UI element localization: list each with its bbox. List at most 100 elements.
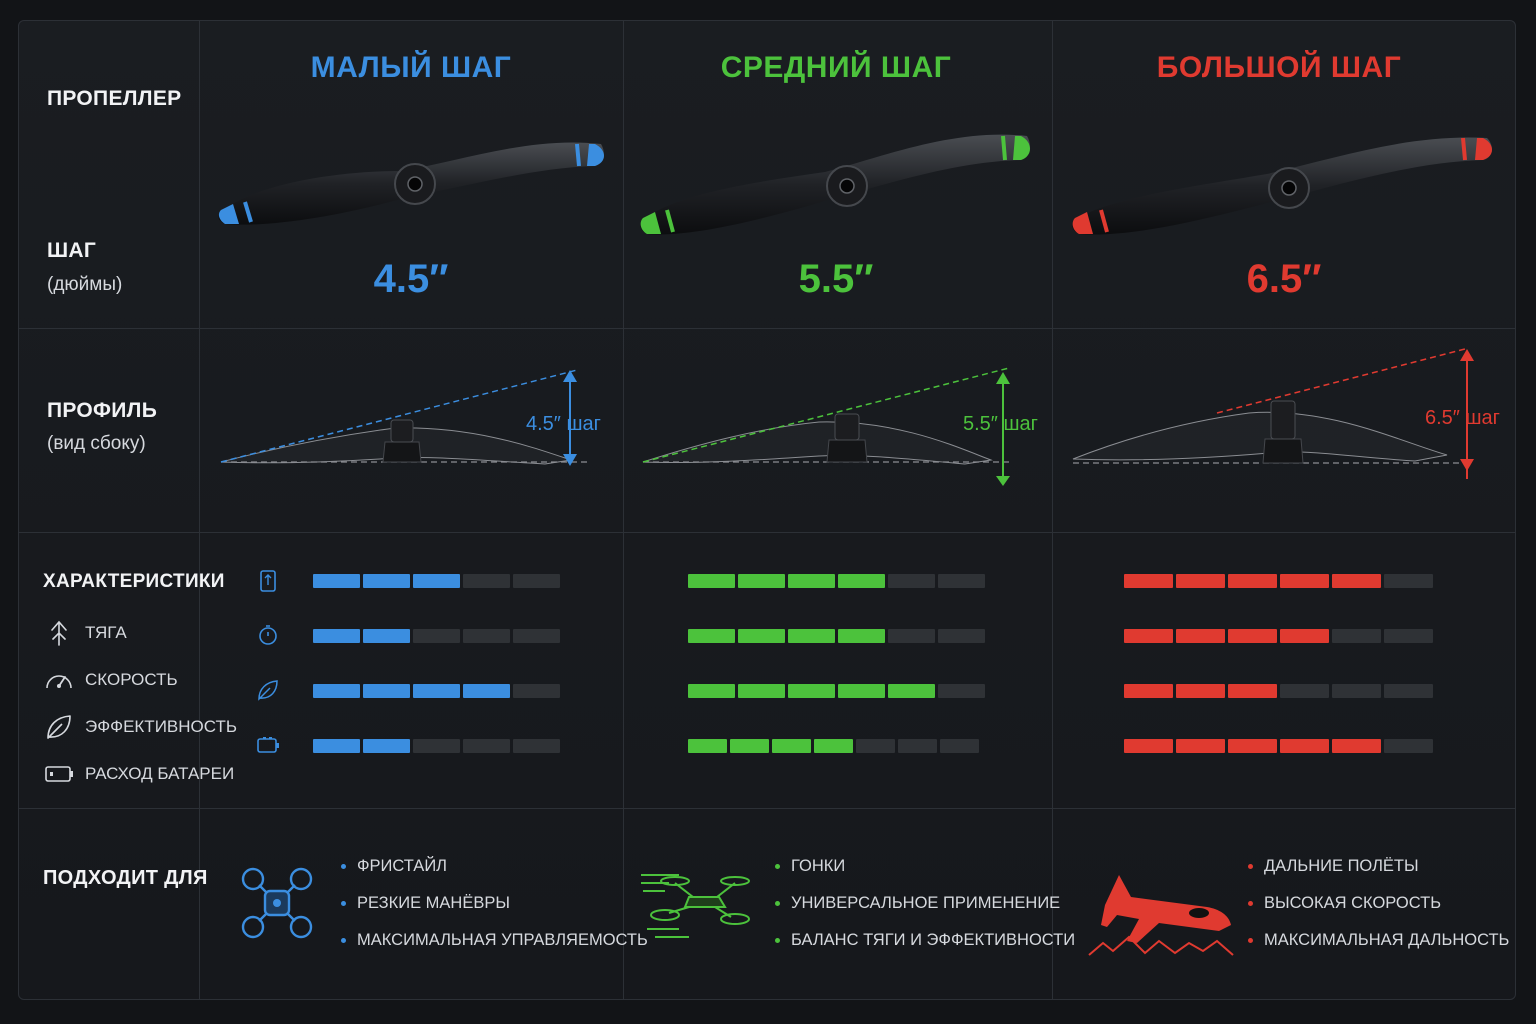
rating-segment-filled <box>788 684 835 698</box>
column-divider <box>1052 21 1053 999</box>
use-text: МАКСИМАЛЬНАЯ УПРАВЛЯЕМОСТЬ <box>357 931 648 949</box>
rating-bar-medium-efficiency <box>688 684 988 698</box>
column-divider <box>199 21 200 999</box>
bullet-icon <box>775 864 780 869</box>
speedometer-icon <box>46 675 72 689</box>
column-title-large: БОЛЬШОЙ ШАГ <box>1156 51 1402 84</box>
rating-segment-filled <box>1280 574 1329 588</box>
stopwatch-icon <box>259 625 277 645</box>
legend-battery-label: РАСХОД БАТАРЕИ <box>85 764 235 783</box>
rating-segment-empty <box>888 574 935 588</box>
use-text: РЕЗКИЕ МАНЁВРЫ <box>357 894 510 912</box>
rating-segment-empty <box>513 684 560 698</box>
list-item: ДАЛЬНИЕ ПОЛЁТЫ <box>1248 848 1509 885</box>
rating-segment-empty <box>1384 574 1433 588</box>
rating-segment-empty <box>1384 739 1433 753</box>
bullet-icon <box>341 901 346 906</box>
rating-segment-empty <box>1332 684 1381 698</box>
rating-segment-empty <box>463 739 510 753</box>
row-divider <box>19 808 1515 809</box>
profile-medium-diagram <box>642 367 1011 486</box>
rating-segment-filled <box>313 684 360 698</box>
bullet-icon <box>1248 938 1253 943</box>
use-text: БАЛАНС ТЯГИ И ЭФФЕКТИВНОСТИ <box>791 931 1076 949</box>
uses-list-small: ФРИСТАЙЛ РЕЗКИЕ МАНЁВРЫ МАКСИМАЛЬНАЯ УПР… <box>341 848 648 959</box>
rating-segment-empty <box>413 739 460 753</box>
rating-bar-large-thrust <box>1124 574 1436 588</box>
rating-segment-filled <box>363 739 410 753</box>
leaf-icon <box>258 680 278 701</box>
row-label-propeller: ПРОПЕЛЛЕР <box>47 87 182 110</box>
rating-segment-empty <box>463 629 510 643</box>
rating-segment-filled <box>413 574 460 588</box>
list-item: РЕЗКИЕ МАНЁВРЫ <box>341 885 648 922</box>
rating-segment-filled <box>738 574 785 588</box>
row-divider <box>19 328 1515 329</box>
rating-segment-filled <box>1124 739 1173 753</box>
bullet-icon <box>1248 901 1253 906</box>
rating-segment-empty <box>938 684 985 698</box>
list-item: БАЛАНС ТЯГИ И ЭФФЕКТИВНОСТИ <box>775 922 1075 959</box>
rating-segment-filled <box>1280 739 1329 753</box>
battery-icon <box>257 737 279 753</box>
bullet-icon <box>1248 864 1253 869</box>
rating-segment-filled <box>772 739 811 753</box>
rating-segment-empty <box>513 739 560 753</box>
row-label-profile: ПРОФИЛЬ <box>47 399 158 422</box>
rating-segment-filled <box>1176 684 1225 698</box>
rating-segment-empty <box>938 629 985 643</box>
uses-list-large: ДАЛЬНИЕ ПОЛЁТЫ ВЫСОКАЯ СКОРОСТЬ МАКСИМАЛ… <box>1248 848 1509 959</box>
pitch-value-large: 6.5″ <box>1246 257 1322 301</box>
rating-segment-filled <box>1124 629 1173 643</box>
rating-segment-empty <box>940 739 979 753</box>
list-item: УНИВЕРСАЛЬНОЕ ПРИМЕНЕНИЕ <box>775 885 1075 922</box>
rating-bar-medium-thrust <box>688 574 988 588</box>
rating-segment-filled <box>688 629 735 643</box>
propeller-large-image <box>1072 137 1492 235</box>
rating-segment-filled <box>1332 574 1381 588</box>
rating-segment-filled <box>313 574 360 588</box>
profile-label-small: 4.5″ шаг <box>526 413 601 435</box>
list-item: ФРИСТАЙЛ <box>341 848 648 885</box>
column-title-medium: СРЕДНИЙ ШАГ <box>720 51 952 84</box>
rating-bar-small-speed <box>313 629 563 643</box>
rating-segment-empty <box>463 574 510 588</box>
rating-bar-large-battery <box>1124 739 1436 753</box>
bullet-icon <box>341 938 346 943</box>
rating-bar-small-thrust <box>313 574 563 588</box>
legend-battery: РАСХОД БАТАРЕИ <box>43 760 234 788</box>
row-sub-pitch-unit: (дюймы) <box>47 274 123 295</box>
column-title-small: МАЛЫЙ ШАГ <box>310 51 512 84</box>
rating-segment-filled <box>838 574 885 588</box>
rating-segment-filled <box>814 739 853 753</box>
rating-segment-empty <box>938 574 985 588</box>
rating-segment-filled <box>363 629 410 643</box>
rating-segment-filled <box>1332 739 1381 753</box>
rating-segment-filled <box>838 629 885 643</box>
legend-thrust-label: ТЯГА <box>85 623 127 642</box>
list-item: МАКСИМАЛЬНАЯ ДАЛЬНОСТЬ <box>1248 922 1509 959</box>
rating-segment-filled <box>838 684 885 698</box>
bullet-icon <box>775 938 780 943</box>
airplane-icon <box>1088 875 1234 956</box>
thrust-battery-icon <box>260 570 276 592</box>
legend-thrust: ТЯГА <box>43 619 127 647</box>
use-text: ФРИСТАЙЛ <box>357 857 448 875</box>
rating-segment-filled <box>1124 574 1173 588</box>
rating-segment-filled <box>1228 684 1277 698</box>
rating-segment-empty <box>888 629 935 643</box>
propeller-small-image <box>218 142 604 225</box>
use-text: ГОНКИ <box>791 857 846 875</box>
use-text: УНИВЕРСАЛЬНОЕ ПРИМЕНЕНИЕ <box>791 894 1061 912</box>
list-item: ВЫСОКАЯ СКОРОСТЬ <box>1248 885 1509 922</box>
profile-label-large: 6.5″ шаг <box>1425 407 1500 429</box>
rating-segment-filled <box>413 684 460 698</box>
racing-drone-icon <box>641 874 750 938</box>
legend-speed: СКОРОСТЬ <box>43 666 178 694</box>
row-label-suitable: ПОДХОДИТ ДЛЯ <box>43 867 208 889</box>
row-sub-profile: (вид сбоку) <box>47 433 146 454</box>
rating-bar-large-efficiency <box>1124 684 1436 698</box>
list-item: ГОНКИ <box>775 848 1075 885</box>
use-text: ДАЛЬНИЕ ПОЛЁТЫ <box>1264 857 1419 875</box>
rating-segment-filled <box>313 629 360 643</box>
